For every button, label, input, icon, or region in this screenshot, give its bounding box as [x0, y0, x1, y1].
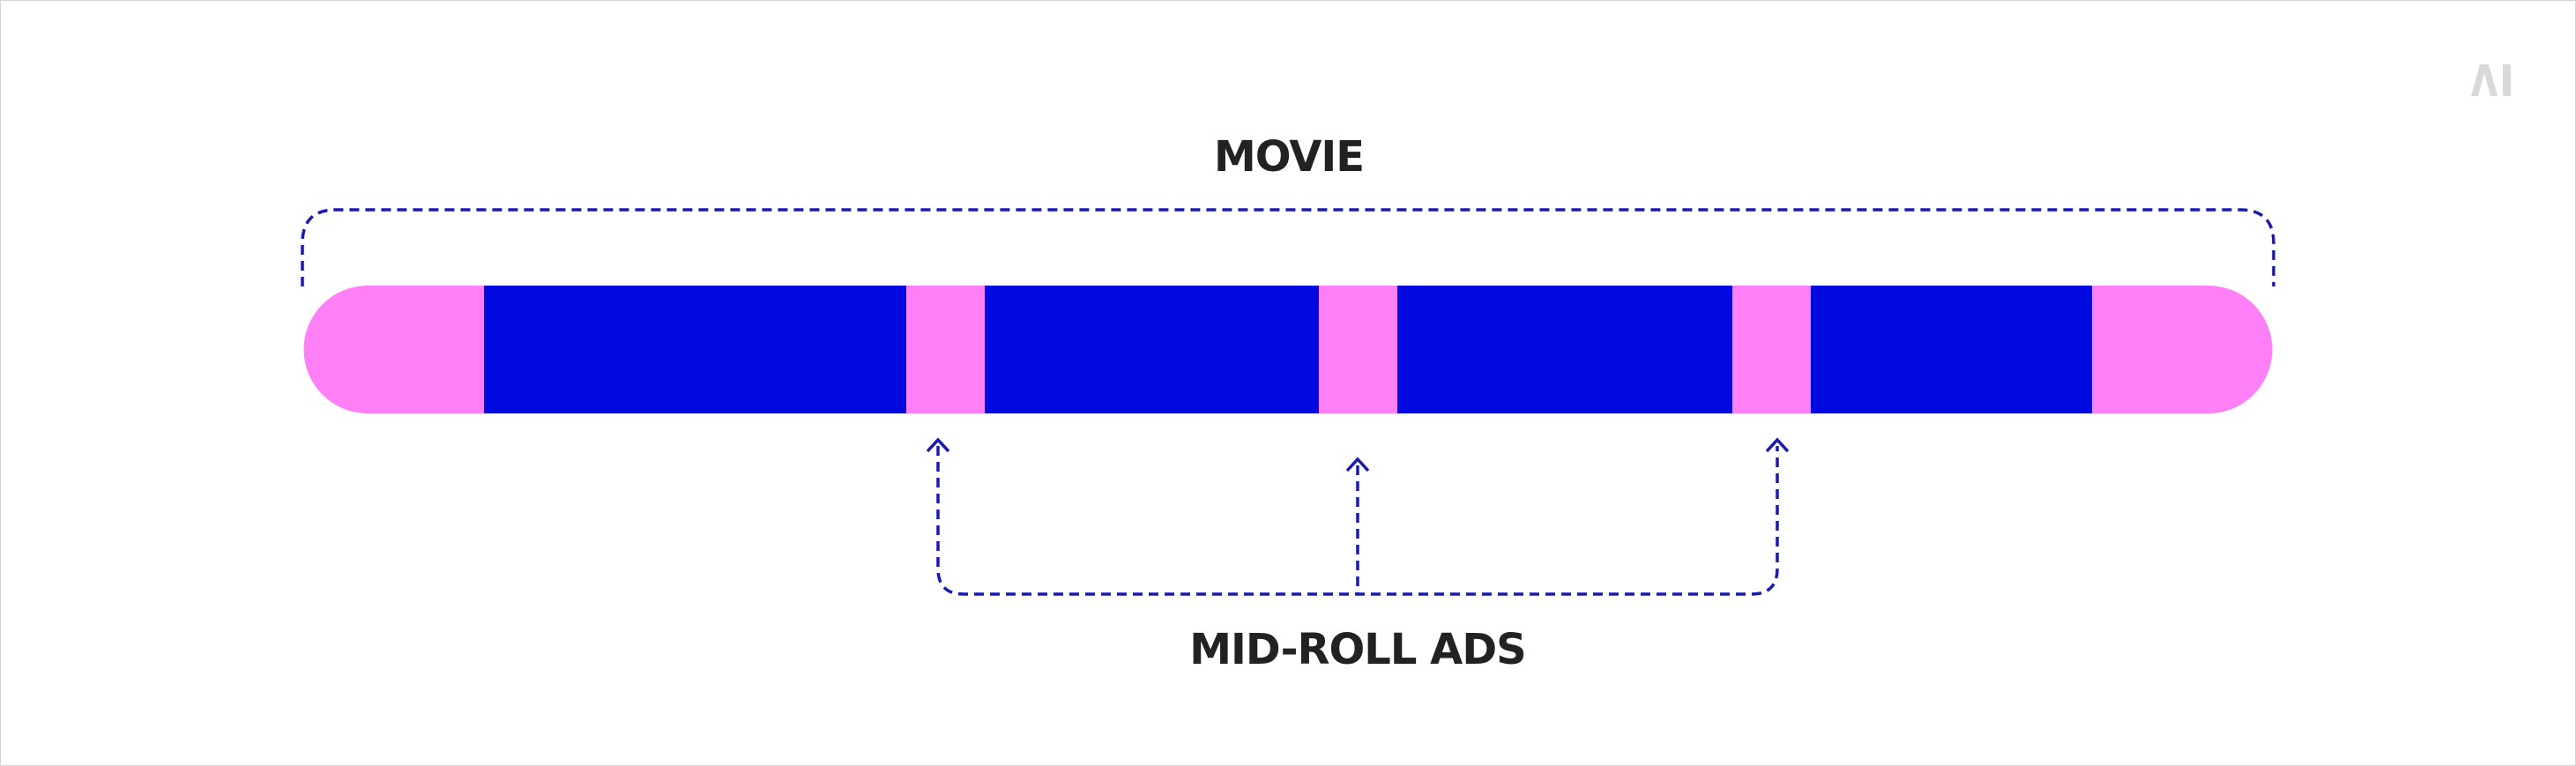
movie-bracket: [301, 208, 2275, 286]
mid-roll-ad-segment-1: [906, 286, 985, 413]
timeline-bar: [303, 286, 2273, 413]
brand-logo-icon: [2471, 64, 2511, 96]
content-segment-4: [1811, 286, 2092, 413]
pre-roll-segment: [303, 286, 484, 413]
arrow-icon-ad-1: [926, 437, 950, 453]
post-roll-segment: [2092, 286, 2273, 413]
content-segment-1: [484, 286, 906, 413]
mid-roll-ads-label: MID-ROLL ADS: [1189, 625, 1526, 674]
movie-label: MOVIE: [1213, 132, 1365, 182]
mid-roll-bracket: [926, 437, 1790, 596]
mid-roll-ad-segment-2: [1319, 286, 1397, 413]
content-segment-3: [1397, 286, 1732, 413]
arrow-icon-ad-3: [1765, 437, 1790, 453]
content-segment-2: [985, 286, 1319, 413]
mid-roll-ad-segment-3: [1732, 286, 1811, 413]
arrow-icon-ad-2: [1345, 457, 1370, 472]
